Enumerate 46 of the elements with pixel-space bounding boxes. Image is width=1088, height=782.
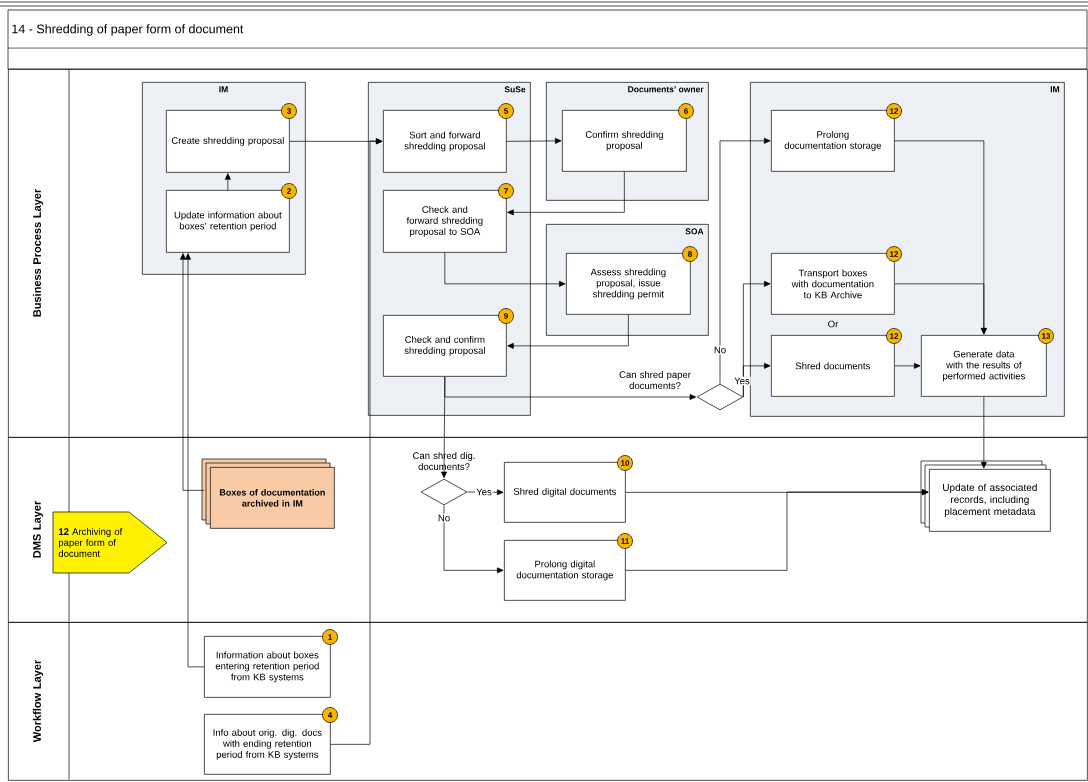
annotation: Or xyxy=(828,320,839,328)
decision-diamond xyxy=(420,478,468,506)
step-number: 12 xyxy=(886,328,902,344)
arrow xyxy=(894,283,987,335)
step-number: 8 xyxy=(682,246,698,262)
edge-label: No xyxy=(712,345,728,355)
arrow xyxy=(444,252,566,287)
arrow xyxy=(894,362,921,369)
arrow xyxy=(506,138,562,144)
edge-label: Yes xyxy=(475,487,493,497)
decision-diamond xyxy=(696,383,744,411)
decision-question: Can shred dig. documents? xyxy=(413,452,475,470)
arrow xyxy=(185,253,205,668)
step-number: 4 xyxy=(322,707,338,723)
step-number: 3 xyxy=(281,103,297,119)
step-number: 9 xyxy=(498,308,514,324)
off-page-reference: 12 Archiving of paper form of document xyxy=(52,511,168,574)
step-number: 13 xyxy=(1038,328,1054,344)
document-stack: Update of associated records, including placement metadata xyxy=(920,460,1051,532)
arrow xyxy=(980,396,987,469)
arrow xyxy=(330,138,383,745)
arrow xyxy=(443,505,504,574)
title: 14 - Shredding of paper form of document xyxy=(12,24,244,36)
document-stack: Boxes of documentation archived in IM xyxy=(201,458,335,529)
step-number: 11 xyxy=(617,533,633,549)
step-number: 6 xyxy=(678,103,694,119)
step-number: 7 xyxy=(498,183,514,199)
step-number: 10 xyxy=(617,455,633,471)
arrow xyxy=(507,171,625,216)
edge-label: Yes xyxy=(733,376,751,386)
arrow xyxy=(224,173,231,191)
arrow xyxy=(625,489,929,496)
step-number: 12 xyxy=(886,246,902,262)
arrow xyxy=(444,376,697,400)
arrow xyxy=(743,362,771,398)
step-number: 2 xyxy=(281,183,297,199)
step-number: 12 xyxy=(886,103,902,119)
arrow xyxy=(719,137,771,384)
step-number: 1 xyxy=(322,629,338,645)
edge-label: No xyxy=(436,513,452,523)
decision-question: Can shred paper documents? xyxy=(619,371,691,389)
arrow xyxy=(180,253,205,491)
arrow xyxy=(441,376,447,479)
arrow xyxy=(507,314,629,349)
step-number: 5 xyxy=(498,103,514,119)
arrow xyxy=(625,489,929,571)
